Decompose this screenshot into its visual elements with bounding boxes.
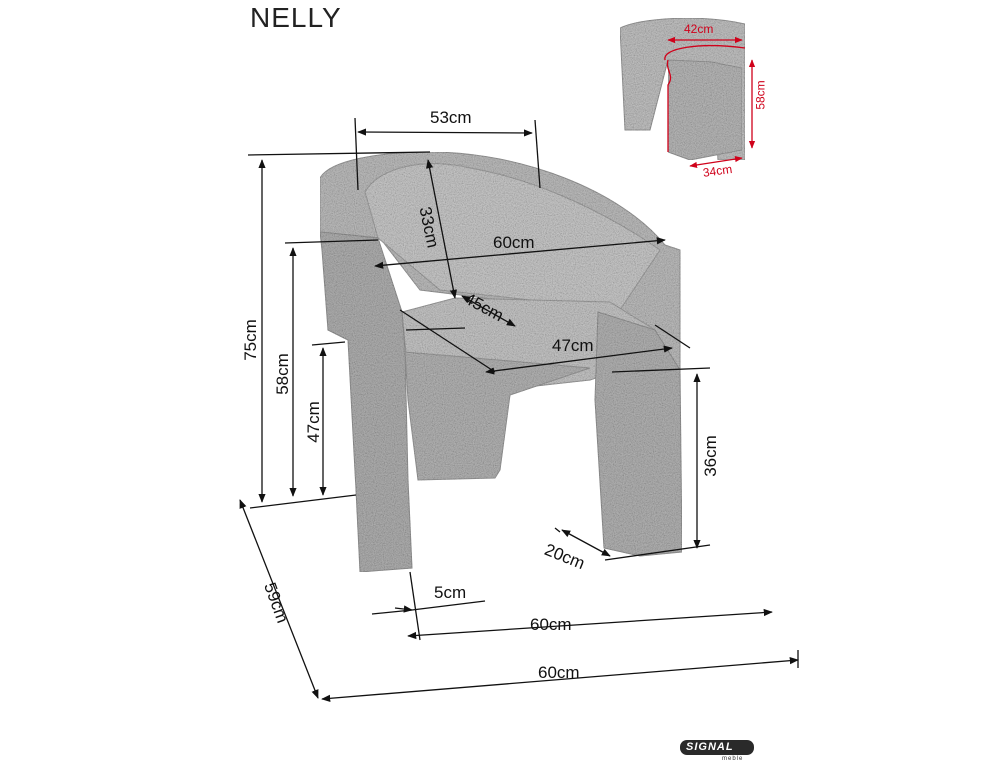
chair-body [319,151,683,573]
inset-back-panel [667,59,743,161]
brand-logo-sub: meble [722,756,744,762]
brand-logo-text: SIGNAL [686,741,734,753]
label-inset-backrest-width: 42cm [684,22,714,36]
label-arm-height: 58cm [272,353,292,395]
dimension-lines [239,117,799,702]
label-leg-thickness: 5cm [434,583,467,602]
label-total-width: 60cm [538,663,580,682]
label-base-width: 60cm [530,615,572,634]
label-seat-height: 47cm [303,401,323,443]
product-title: NELLY [250,2,342,33]
label-arm-width: 60cm [493,233,535,252]
seat-front [404,351,591,481]
left-arm-panel [319,231,413,573]
label-seat-width: 47cm [552,336,594,355]
label-inset-backrest-height: 58cm [753,80,768,110]
label-total-height: 75cm [240,319,260,361]
backrest-inset [619,17,756,169]
label-leg-clearance: 36cm [700,435,720,477]
brand-logo-plate [680,740,754,755]
label-top-width: 53cm [430,108,472,127]
